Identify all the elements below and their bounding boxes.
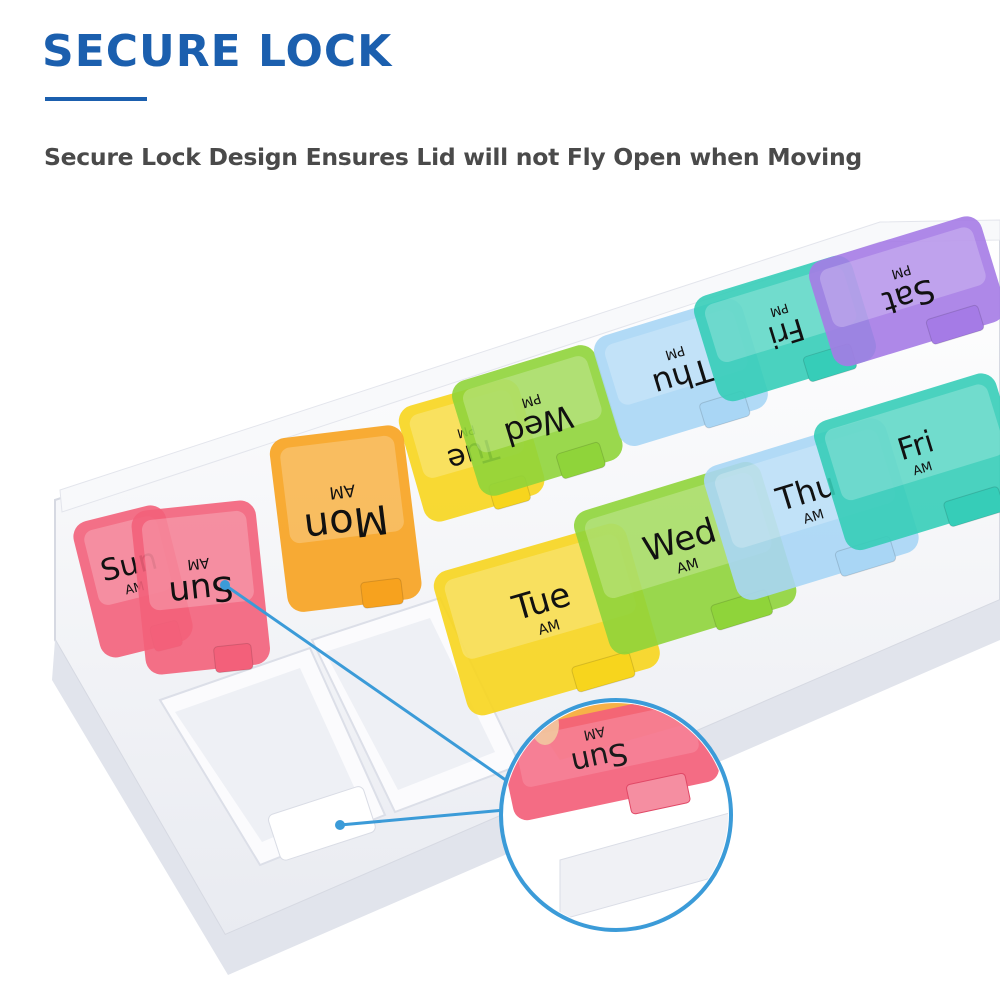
tray-rim <box>59 219 1000 513</box>
pm-lid-row: TuePMWedPMThuPMFriPMSatPM <box>398 212 1000 522</box>
lid-period-label: AM <box>802 507 826 527</box>
callout-line <box>224 583 521 792</box>
headline: SECURE LOCK <box>42 26 393 77</box>
lid-period-label: PM <box>519 390 542 410</box>
headline-underline <box>45 97 147 101</box>
lid-period-label: PM <box>889 261 912 281</box>
pill-organizer-illustration: TuePMWedPMThuPMFriPMSatPM SunAMTueAMWedA… <box>52 212 1000 975</box>
lid-period-label: AM <box>675 556 701 578</box>
lid-period-label: PM <box>768 300 790 320</box>
callout-dot <box>335 820 345 830</box>
detail-magnifier: Sun AM <box>499 698 733 932</box>
callout-dot <box>220 580 230 590</box>
detail-lid-period: AM <box>582 723 607 743</box>
lid-period-label: AM <box>536 617 562 638</box>
lid-day-label: Sun <box>167 567 236 614</box>
lid-period-label: AM <box>328 481 356 504</box>
lid-day-label: Mon <box>302 495 391 551</box>
empty-compartment <box>158 646 387 867</box>
lid-period-label: AM <box>911 458 934 478</box>
callout-line <box>339 808 506 827</box>
lid-period-label: PM <box>663 342 686 362</box>
lid-period-label: AM <box>186 554 210 572</box>
subheadline: Secure Lock Design Ensures Lid will not … <box>44 143 862 171</box>
